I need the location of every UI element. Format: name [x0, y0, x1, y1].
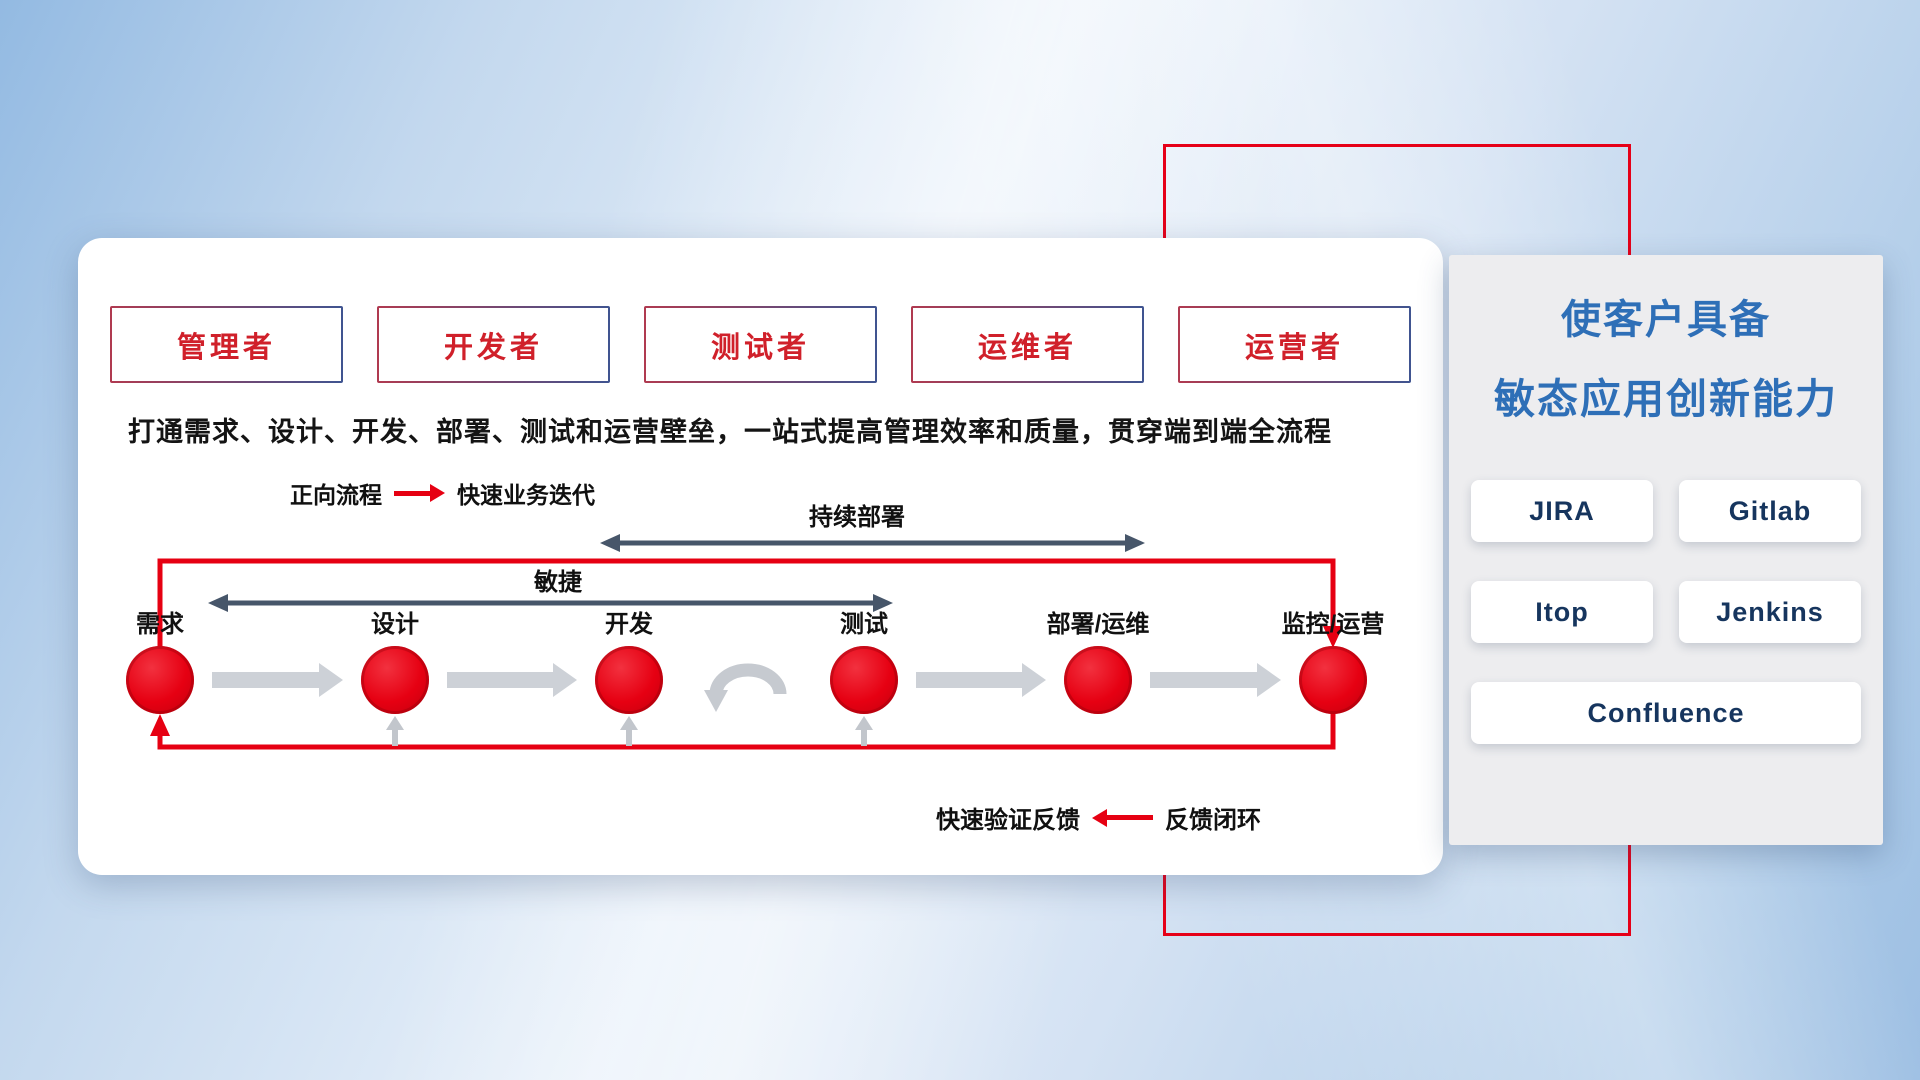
devops-flow-card: 管理者 开发者 测试者 运维者 运营者 打通需求、设计、开发、部署、测试和运营壁… [78, 238, 1443, 875]
continuous-deployment-range-arrow-icon: 持续部署 [600, 503, 1145, 552]
role-label: 测试者 [710, 331, 810, 364]
stage-arrow-icon [916, 663, 1046, 697]
roles-row: 管理者 开发者 测试者 运维者 运营者 [110, 306, 1411, 383]
role-box-developer: 开发者 [377, 306, 610, 383]
feedback-flow-label: 快速验证反馈 [936, 807, 1080, 834]
role-label: 运营者 [1244, 331, 1344, 364]
stage-arrow-icon [447, 663, 577, 697]
tool-confluence: Confluence [1471, 682, 1861, 744]
tool-itop: Itop [1471, 581, 1653, 643]
stage-label-requirement: 需求 [136, 611, 184, 638]
red-left-arrow-icon [1092, 808, 1153, 827]
tool-grid: JIRA Gitlab Itop Jenkins Confluence [1471, 480, 1861, 744]
panel-title-line1: 使客户具备 [1561, 298, 1771, 342]
capability-panel: 使客户具备 敏态应用创新能力 JIRA Gitlab Itop Jenkins … [1449, 255, 1883, 845]
red-right-arrow-icon [394, 484, 445, 502]
stage-node-develop [595, 646, 663, 714]
continuous-deployment-label: 持续部署 [809, 503, 905, 531]
stage-label-develop: 开发 [605, 611, 653, 638]
stage-arrow-icon [212, 663, 343, 697]
role-label: 管理者 [176, 331, 276, 364]
stage-arrow-icon [1150, 663, 1281, 697]
flow-diagram: 持续部署 敏捷 [150, 503, 1343, 750]
role-label: 运维者 [977, 331, 1077, 364]
role-box-tester: 测试者 [644, 306, 877, 383]
agile-range-arrow-icon: 敏捷 [208, 569, 893, 612]
stage-forward-arrows [212, 663, 1281, 697]
legend-feedback-loop: 快速验证反馈 反馈闭环 [936, 800, 1261, 835]
forward-flow-value: 快速业务迭代 [457, 482, 595, 508]
role-box-operator: 运营者 [1178, 306, 1411, 383]
panel-title-line2: 敏态应用创新能力 [1494, 376, 1838, 422]
stage-node-requirement [126, 646, 194, 714]
stage-label-test: 测试 [840, 611, 888, 638]
stage-node-monitor-ops [1299, 646, 1367, 714]
agile-label: 敏捷 [533, 569, 582, 596]
stage-label-monitor-ops: 监控/运营 [1281, 611, 1385, 638]
tool-jira: JIRA [1471, 480, 1653, 542]
role-box-ops: 运维者 [911, 306, 1144, 383]
red-loop-top-line [157, 558, 1343, 648]
stage-node-design [361, 646, 429, 714]
role-box-manager: 管理者 [110, 306, 343, 383]
stage-label-deploy-ops: 部署/运维 [1046, 611, 1150, 638]
role-label: 开发者 [443, 331, 543, 364]
stage-label-design: 设计 [371, 611, 419, 638]
legend-forward-flow: 正向流程 快速业务迭代 [290, 476, 595, 510]
tool-gitlab: Gitlab [1679, 480, 1861, 542]
feedback-up-arrows [386, 716, 873, 746]
red-loop-bottom-line [150, 712, 1336, 750]
value-proposition-text: 打通需求、设计、开发、部署、测试和运营壁垒，一站式提高管理效率和质量，贯穿端到端… [128, 417, 1332, 447]
iteration-loop-icon [704, 663, 787, 712]
tool-jenkins: Jenkins [1679, 581, 1861, 643]
forward-flow-label: 正向流程 [290, 482, 382, 508]
stage-node-test [830, 646, 898, 714]
stage-node-deploy-ops [1064, 646, 1132, 714]
feedback-flow-value: 反馈闭环 [1165, 807, 1261, 834]
